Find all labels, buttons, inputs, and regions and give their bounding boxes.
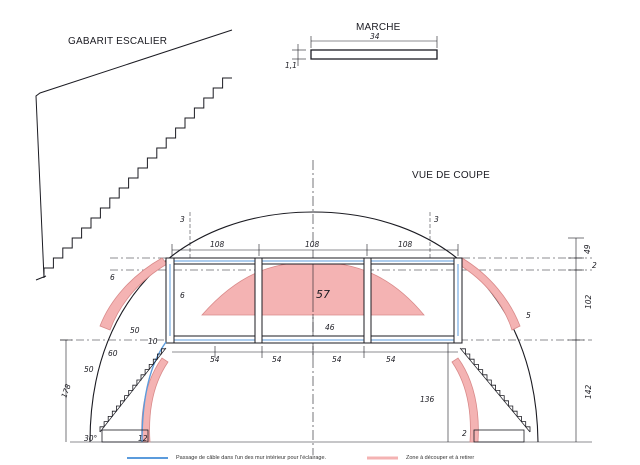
title-marche: MARCHE <box>356 22 401 33</box>
dim-label-right-2: 2 <box>592 261 597 270</box>
stair-template <box>35 29 233 281</box>
dim-label-bottom-54c: 54 <box>332 355 342 364</box>
section-view <box>60 160 592 455</box>
stair-template-steps <box>43 77 232 278</box>
post-mid-right <box>363 257 372 344</box>
dim-label-left-178: 178 <box>59 383 72 400</box>
base-left <box>101 429 149 443</box>
post-mid-left <box>254 257 263 344</box>
dim-label-left-60: 60 <box>108 349 118 358</box>
dim-label-top-right-3: 3 <box>434 215 439 224</box>
cut-zone-right-wall <box>457 257 521 331</box>
dim-label-top-left-3: 3 <box>180 215 185 224</box>
legend-blue-label: Passage de câble dans l'un des mur intér… <box>176 455 327 461</box>
title-vue-de-coupe: VUE DE COUPE <box>412 170 490 181</box>
dim-label-bottom-54d: 54 <box>386 355 396 364</box>
dim-label-center-46: 46 <box>325 323 335 332</box>
marche-step-rect <box>310 49 438 60</box>
dim-label-left-6b: 6 <box>180 291 185 300</box>
stair-template-bottom <box>35 275 47 281</box>
dim-label-right-5: 5 <box>526 311 531 320</box>
stair-template-back <box>35 29 233 279</box>
dim-label-left-50b: 50 <box>84 365 94 374</box>
dim-label-left-10: 10 <box>148 337 158 346</box>
marche-drawing <box>292 36 438 66</box>
cut-zone-left-lower <box>141 357 169 443</box>
cut-zone-right-lower <box>451 357 479 443</box>
marche-width-label: 34 <box>370 32 380 41</box>
dim-label-seg-1: 108 <box>210 240 225 249</box>
title-gabarit-escalier: GABARIT ESCALIER <box>68 36 168 47</box>
dim-label-right-136: 136 <box>420 395 435 404</box>
base-right <box>473 429 525 443</box>
dim-label-seg-2: 108 <box>305 240 320 249</box>
dim-label-left-30deg: 30° <box>84 434 98 443</box>
stair-stringer-right <box>459 347 531 433</box>
dim-label-bottom-54a: 54 <box>210 355 220 364</box>
dim-label-center-57: 57 <box>316 288 330 301</box>
dim-label-bottom-54b: 54 <box>272 355 282 364</box>
dim-label-right-142: 142 <box>584 384 593 399</box>
dim-label-right-49: 49 <box>583 244 592 254</box>
dim-label-left-12: 12 <box>138 434 148 443</box>
stair-stringer-left <box>99 347 167 433</box>
legend: Passage de câble dans l'un des mur intér… <box>127 455 474 461</box>
dim-label-seg-3: 108 <box>398 240 413 249</box>
dim-label-right-102: 102 <box>584 294 593 309</box>
dim-label-left-6a: 6 <box>110 273 115 282</box>
marche-height-label: 1,1 <box>285 61 297 70</box>
dim-label-left-50: 50 <box>130 326 140 335</box>
dim-label-right-2b: 2 <box>462 429 467 438</box>
legend-red-label: Zone à découper et à retirer <box>406 455 474 461</box>
